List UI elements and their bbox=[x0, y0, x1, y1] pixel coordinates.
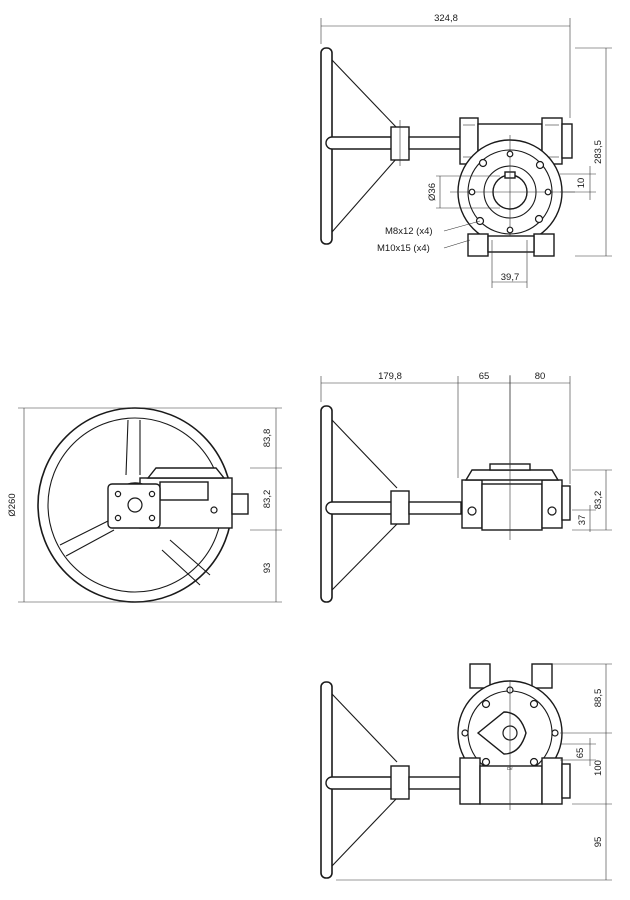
dim-side-upper: 83,8 bbox=[262, 429, 273, 448]
bottom-shaft bbox=[325, 765, 462, 800]
dim-side-lower: 93 bbox=[262, 563, 273, 574]
front-shaft bbox=[325, 490, 462, 525]
dim-bottom-upper: 88,5 bbox=[593, 689, 604, 708]
dim-bottom-middle: 100 bbox=[593, 760, 604, 776]
side-gearbox bbox=[107, 467, 249, 529]
front-housing bbox=[461, 375, 571, 540]
side-view: Ø260 83,8 83,2 93 bbox=[7, 407, 282, 603]
dim-height-total: 83,2 bbox=[593, 491, 604, 510]
dim-height-lower: 37 bbox=[577, 515, 588, 526]
bottom-view: Dir 88,5 65 100 95 bbox=[320, 663, 612, 881]
front-dimensions: 179,8 65 80 83,2 37 bbox=[320, 371, 612, 532]
dim-width-a: 65 bbox=[479, 371, 490, 382]
label-bolt-m10: M10x15 (x4) bbox=[377, 243, 430, 254]
dim-key-width: 10 bbox=[576, 178, 587, 189]
dim-handwheel-diameter: Ø260 bbox=[7, 493, 18, 516]
dim-offset: 39,7 bbox=[501, 272, 520, 283]
top-view: 324,8 283,5 Ø36 10 M8x12 (x4) M10x15 (x4… bbox=[320, 13, 612, 288]
dim-bottom-key: 65 bbox=[575, 748, 586, 759]
dim-side-middle: 83,2 bbox=[262, 490, 273, 509]
bottom-housing: Dir bbox=[457, 663, 571, 810]
dim-handwheel-offset: 179,8 bbox=[378, 371, 402, 382]
top-shaft bbox=[325, 120, 462, 166]
top-dimensions: 324,8 283,5 Ø36 10 M8x12 (x4) M10x15 (x4… bbox=[320, 13, 612, 288]
label-bolt-m8: M8x12 (x4) bbox=[385, 226, 433, 237]
dim-bottom-lower: 95 bbox=[593, 837, 604, 848]
dim-width-b: 80 bbox=[535, 371, 546, 382]
dim-bore-diameter: Ø36 bbox=[427, 183, 438, 201]
side-dimensions: Ø260 83,8 83,2 93 bbox=[7, 407, 282, 603]
top-lower-bosses bbox=[467, 233, 555, 257]
top-round-body bbox=[450, 135, 575, 250]
bottom-dimensions: 88,5 65 100 95 bbox=[336, 663, 612, 881]
dim-overall-height: 283,5 bbox=[593, 140, 604, 164]
dim-overall-width: 324,8 bbox=[434, 13, 458, 24]
front-view: 179,8 65 80 83,2 37 bbox=[320, 371, 612, 603]
